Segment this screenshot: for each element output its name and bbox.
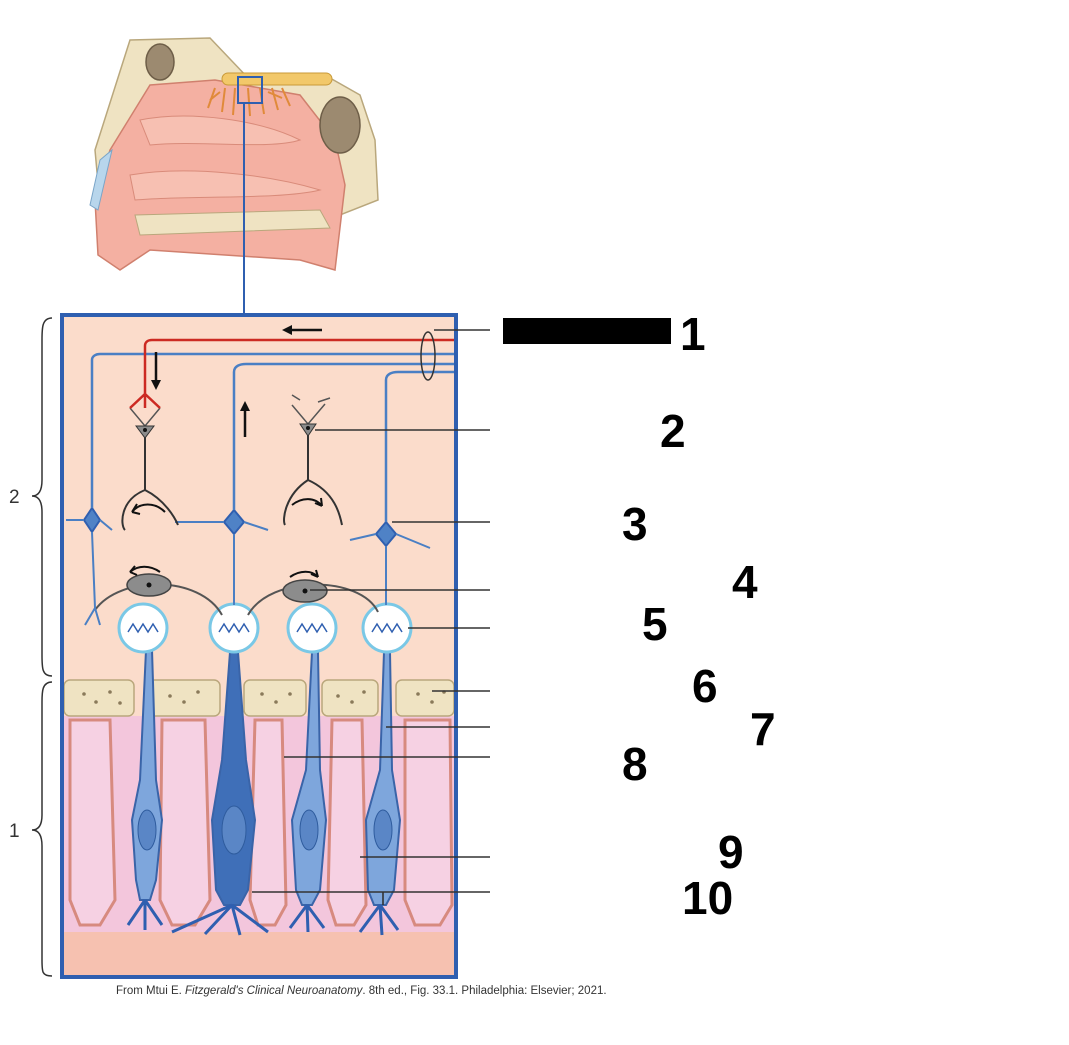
region-label-lower: 1 — [9, 821, 20, 842]
label-7: 7 — [750, 703, 776, 755]
label-6: 6 — [692, 660, 718, 712]
glomerulus-4 — [361, 602, 413, 654]
tract-bundle-ring — [420, 331, 436, 381]
label-9: 9 — [718, 826, 744, 878]
brace-upper — [31, 317, 53, 677]
credit-book-title: Fitzgerald's Clinical Neuroanatomy — [185, 985, 363, 997]
label-2: 2 — [660, 405, 686, 457]
mitral-dendrites — [66, 519, 431, 626]
nasal-turbinate-lower — [129, 170, 322, 201]
glomerulus-3 — [286, 602, 338, 654]
palate-bone — [134, 209, 331, 236]
periglomerular-cells — [94, 565, 379, 616]
source-credit: From Mtui E. Fitzgerald's Clinical Neuro… — [116, 985, 607, 997]
zoom-box — [237, 76, 263, 104]
receptor-neuron-4 — [364, 651, 402, 906]
granule-cells — [121, 394, 343, 531]
cribriform-plate — [63, 679, 455, 717]
sphenoid-sinus — [319, 96, 361, 154]
flow-arrows — [151, 325, 322, 437]
panel-frame — [60, 313, 458, 979]
redaction-bar — [503, 318, 671, 344]
label-3: 3 — [622, 498, 648, 550]
bone-speckles — [82, 690, 446, 705]
label-1: 1 — [680, 308, 706, 360]
centrifugal-fiber — [129, 338, 456, 409]
frontal-sinus — [145, 43, 175, 81]
lamina-propria — [62, 932, 456, 977]
label-5: 5 — [642, 598, 668, 650]
credit-suffix: . 8th ed., Fig. 33.1. Philadelphia: Else… — [362, 985, 607, 997]
cell-nuclei — [137, 805, 393, 855]
glomerulus-1 — [117, 602, 169, 654]
number-labels: 1 2 3 4 5 6 7 8 9 10 — [622, 308, 776, 924]
glomeruli — [117, 602, 413, 654]
label-10: 10 — [682, 872, 733, 924]
nasal-cavity-inset — [89, 37, 379, 315]
magnified-panel — [60, 313, 458, 979]
leader-lines — [252, 329, 490, 905]
olfactory-nerve-filaments — [207, 87, 291, 117]
mitral-cells — [82, 506, 398, 548]
glomerular-branches — [127, 622, 403, 634]
label-8: 8 — [622, 738, 648, 790]
supporting-cells — [68, 718, 454, 927]
nasal-cartilage — [89, 148, 113, 211]
region-braces — [31, 317, 53, 977]
label-4: 4 — [732, 556, 758, 608]
olfactory-tract-axons — [90, 352, 456, 522]
nasal-turbinate — [139, 115, 302, 146]
brace-lower — [31, 681, 53, 977]
dendrite-tufts — [126, 899, 400, 936]
credit-prefix: From Mtui E. — [116, 985, 186, 997]
region-label-upper: 2 — [9, 487, 20, 508]
receptor-neuron-3 — [290, 651, 328, 906]
